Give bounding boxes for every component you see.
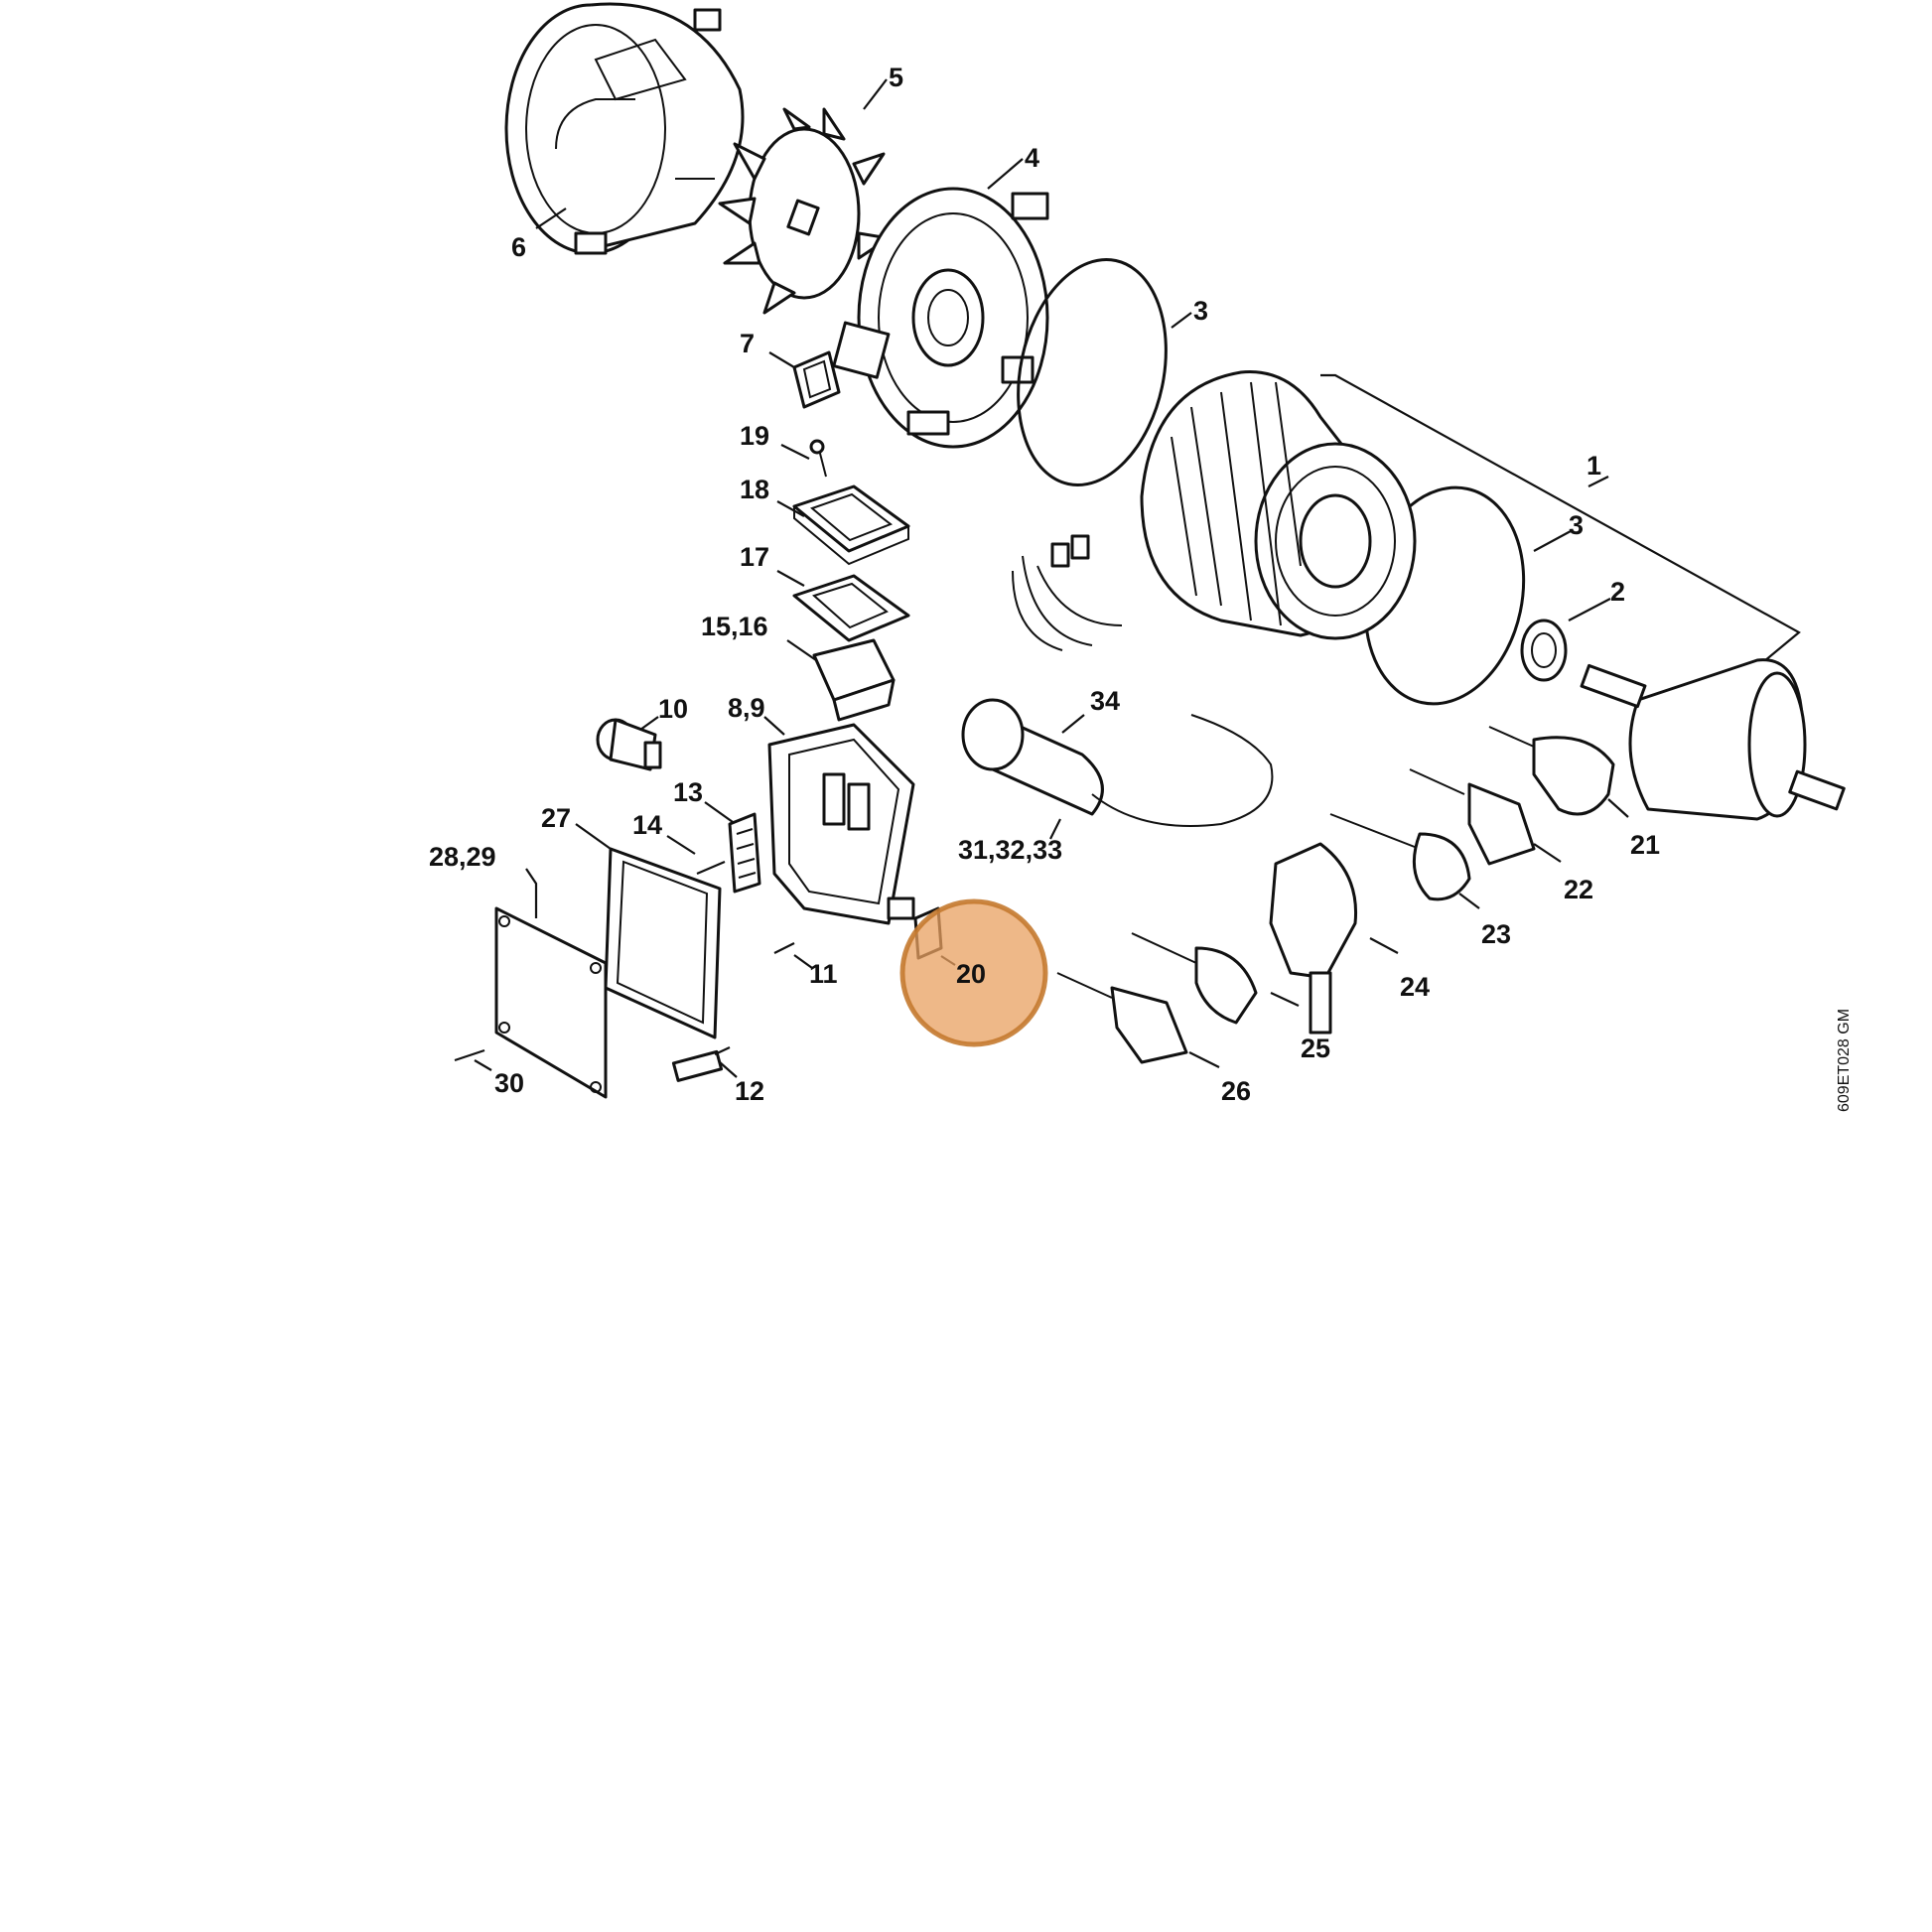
label-31-32-33[interactable]: 31,32,33 bbox=[958, 835, 1062, 865]
label-27[interactable]: 27 bbox=[541, 803, 571, 833]
label-24[interactable]: 24 bbox=[1400, 972, 1430, 1002]
label-4[interactable]: 4 bbox=[1025, 143, 1039, 173]
label-8-9[interactable]: 8,9 bbox=[728, 693, 765, 723]
part-labels: 1 2 3 3 4 5 6 7 8,9 10 11 12 13 14 15,16… bbox=[429, 63, 1660, 1106]
label-22[interactable]: 22 bbox=[1564, 875, 1593, 904]
label-10[interactable]: 10 bbox=[658, 694, 688, 724]
label-19[interactable]: 19 bbox=[740, 421, 769, 451]
part-terminal-block[interactable] bbox=[728, 812, 761, 894]
part-switch-frame[interactable] bbox=[792, 484, 910, 566]
label-11[interactable]: 11 bbox=[809, 959, 838, 989]
part-cable-gland[interactable] bbox=[596, 718, 662, 771]
label-14[interactable]: 14 bbox=[632, 810, 662, 840]
part-plug-21[interactable] bbox=[1488, 726, 1615, 816]
part-plug-23[interactable] bbox=[1329, 813, 1471, 901]
label-12[interactable]: 12 bbox=[735, 1076, 764, 1106]
part-gasket-small[interactable] bbox=[792, 350, 841, 409]
highlight-marker bbox=[899, 898, 1048, 1047]
part-cover-gasket[interactable] bbox=[604, 847, 722, 1039]
label-5[interactable]: 5 bbox=[889, 63, 903, 92]
part-screw-11[interactable] bbox=[773, 942, 795, 954]
part-screw-14[interactable] bbox=[696, 860, 726, 876]
part-switch-cap[interactable] bbox=[792, 574, 910, 642]
part-screw-30[interactable] bbox=[454, 1048, 485, 1062]
part-capacitor[interactable] bbox=[961, 698, 1274, 827]
label-30[interactable]: 30 bbox=[494, 1068, 524, 1098]
label-1[interactable]: 1 bbox=[1587, 451, 1601, 481]
part-plug-26[interactable] bbox=[1056, 972, 1188, 1064]
image-code: 609ET028 GM bbox=[1836, 1009, 1853, 1112]
label-15-16[interactable]: 15,16 bbox=[701, 612, 768, 641]
label-6[interactable]: 6 bbox=[511, 232, 526, 262]
label-17[interactable]: 17 bbox=[740, 542, 769, 572]
part-cover-plate[interactable] bbox=[494, 906, 608, 1099]
label-2[interactable]: 2 bbox=[1610, 577, 1625, 607]
part-switch[interactable] bbox=[812, 638, 896, 722]
label-13[interactable]: 13 bbox=[673, 777, 703, 807]
part-ground-bolt[interactable] bbox=[671, 1046, 731, 1082]
part-fan-cover[interactable] bbox=[504, 2, 745, 255]
part-plug-22[interactable] bbox=[1409, 768, 1536, 866]
label-7[interactable]: 7 bbox=[740, 329, 755, 358]
part-bearing[interactable] bbox=[1520, 619, 1568, 682]
label-25[interactable]: 25 bbox=[1301, 1034, 1330, 1063]
part-plug-25[interactable] bbox=[1131, 932, 1258, 1025]
label-18[interactable]: 18 bbox=[740, 475, 769, 504]
label-20[interactable]: 20 bbox=[956, 959, 986, 989]
label-21[interactable]: 21 bbox=[1630, 830, 1660, 860]
part-end-shield[interactable] bbox=[832, 187, 1049, 449]
label-34[interactable]: 34 bbox=[1090, 686, 1120, 716]
label-26[interactable]: 26 bbox=[1221, 1076, 1251, 1106]
label-28-29[interactable]: 28,29 bbox=[429, 842, 496, 872]
label-23[interactable]: 23 bbox=[1481, 919, 1511, 949]
label-3-upper[interactable]: 3 bbox=[1193, 296, 1208, 326]
part-o-ring-upper[interactable] bbox=[999, 246, 1186, 499]
label-3-lower[interactable]: 3 bbox=[1569, 510, 1584, 540]
part-plug-24[interactable] bbox=[1269, 842, 1358, 1035]
part-rotor[interactable] bbox=[1580, 658, 1846, 821]
part-stator[interactable] bbox=[1012, 370, 1417, 651]
part-terminal-box[interactable] bbox=[767, 723, 915, 925]
part-screw-19[interactable] bbox=[809, 439, 827, 478]
